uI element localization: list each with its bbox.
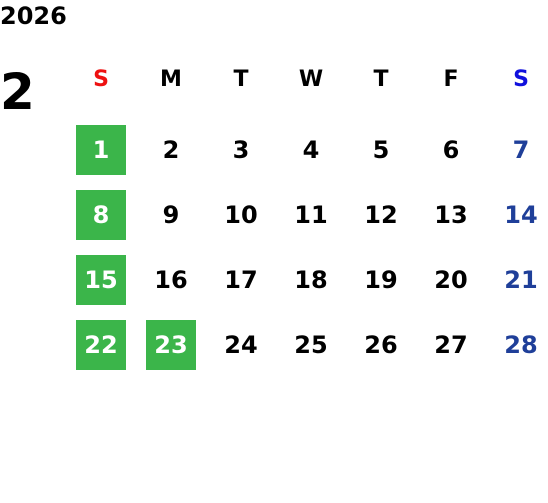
day-cell-4[interactable]: 4	[302, 136, 320, 164]
year-label: 2026	[0, 2, 67, 30]
day-cell-12[interactable]: 12	[364, 201, 398, 229]
weekday-header-mon: M	[160, 67, 182, 92]
day-cell-23[interactable]: 23	[146, 320, 196, 370]
day-cell-1[interactable]: 1	[76, 125, 126, 175]
day-cell-9[interactable]: 9	[162, 201, 180, 229]
day-cell-24[interactable]: 24	[224, 331, 258, 359]
day-cell-20[interactable]: 20	[434, 266, 468, 294]
weekday-header-fri: F	[443, 67, 459, 92]
weekday-header-sat: S	[513, 67, 529, 92]
day-cell-16[interactable]: 16	[154, 266, 188, 294]
day-cell-19[interactable]: 19	[364, 266, 398, 294]
weekday-header-thu: T	[373, 67, 389, 92]
day-cell-21[interactable]: 21	[504, 266, 538, 294]
day-cell-5[interactable]: 5	[372, 136, 390, 164]
day-cell-7[interactable]: 7	[512, 136, 530, 164]
day-cell-3[interactable]: 3	[232, 136, 250, 164]
day-cell-28[interactable]: 28	[504, 331, 538, 359]
day-cell-15[interactable]: 15	[76, 255, 126, 305]
day-cell-6[interactable]: 6	[442, 136, 460, 164]
day-cell-8[interactable]: 8	[76, 190, 126, 240]
day-cell-17[interactable]: 17	[224, 266, 258, 294]
day-cell-10[interactable]: 10	[224, 201, 258, 229]
day-cell-18[interactable]: 18	[294, 266, 328, 294]
day-cell-25[interactable]: 25	[294, 331, 328, 359]
weekday-header-sun: S	[93, 67, 109, 92]
day-cell-14[interactable]: 14	[504, 201, 538, 229]
day-cell-2[interactable]: 2	[162, 136, 180, 164]
day-cell-26[interactable]: 26	[364, 331, 398, 359]
day-cell-27[interactable]: 27	[434, 331, 468, 359]
day-cell-13[interactable]: 13	[434, 201, 468, 229]
month-label: 2	[0, 63, 35, 121]
weekday-header-wed: W	[298, 67, 324, 92]
day-cell-11[interactable]: 11	[294, 201, 328, 229]
day-cell-22[interactable]: 22	[76, 320, 126, 370]
weekday-header-tue: T	[233, 67, 249, 92]
